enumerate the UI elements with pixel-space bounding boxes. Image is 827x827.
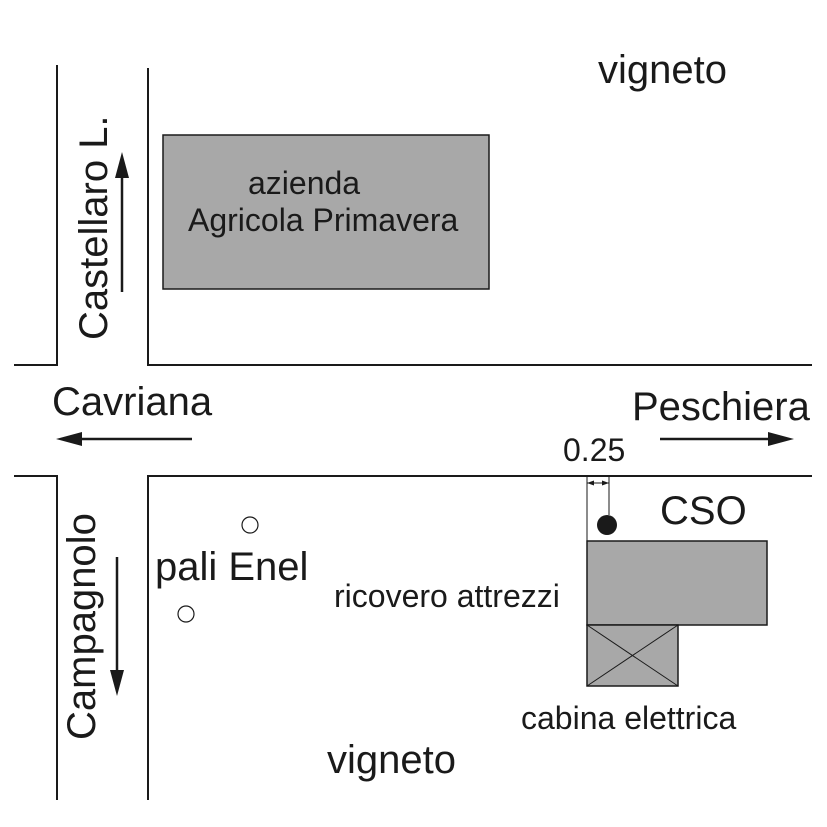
road-east-label: Peschiera — [632, 385, 811, 429]
road-network — [14, 65, 812, 800]
monitoring-point-marker — [597, 515, 617, 535]
pole-marker — [241, 516, 259, 534]
farm-label-line2: Agricola Primavera — [188, 202, 459, 238]
road-north-east-edge — [147, 68, 812, 366]
road-north-label: Castellaro L. — [72, 115, 116, 340]
pole-marker — [177, 605, 195, 623]
arrow-right-icon — [660, 432, 794, 446]
shed-label: ricovero attrezzi — [334, 578, 560, 614]
monitoring-point-label: CSO — [660, 489, 747, 533]
farm-building — [162, 134, 490, 290]
shed-building — [586, 540, 768, 626]
farm-label-line1: azienda — [248, 165, 360, 201]
distance-label: 0.25 — [563, 432, 625, 468]
arrow-down-icon — [110, 557, 124, 696]
road-south-west-edge — [14, 475, 58, 800]
substation-label: cabina elettrica — [521, 700, 736, 736]
substation-building — [586, 624, 679, 687]
poles-label: pali Enel — [155, 545, 308, 589]
vineyard-bottom-label: vigneto — [327, 738, 456, 782]
dimension-marker — [586, 476, 610, 541]
road-south-label: Campagnolo — [60, 513, 104, 740]
road-south-east-edge — [147, 475, 812, 800]
arrow-up-icon — [115, 152, 129, 292]
vineyard-top-label: vigneto — [598, 48, 727, 92]
road-north-west-edge — [14, 65, 58, 366]
arrow-left-icon — [56, 432, 192, 446]
road-west-label: Cavriana — [52, 380, 213, 424]
